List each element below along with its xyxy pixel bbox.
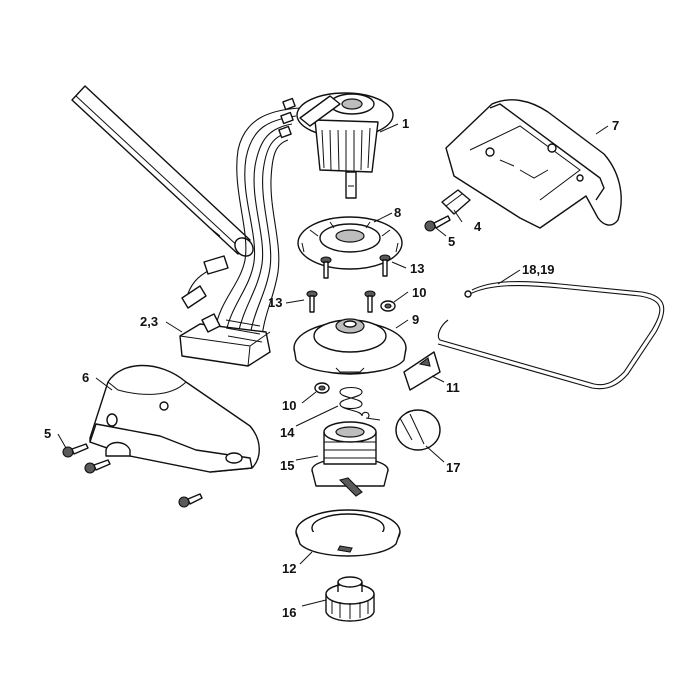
callout-14: 14 [280,425,295,440]
callout-18-19: 18,19 [522,262,555,277]
wiring-harness [181,97,301,339]
callout-5-right: 5 [448,234,455,249]
motor-part-1 [296,92,394,199]
callout-1: 1 [402,116,409,131]
cover-part-6 [89,364,260,473]
nut-part-16 [325,576,375,622]
callout-16: 16 [282,605,296,620]
callout-7: 7 [612,118,619,133]
callout-4: 4 [474,219,482,234]
callout-9: 9 [412,312,419,327]
callout-5-left: 5 [44,426,51,441]
washer-part-10 [314,300,396,394]
round-label-part-17 [395,409,441,451]
spring-part-14 [339,386,370,419]
callout-15: 15 [280,458,294,473]
screw-part-13 [306,254,391,313]
callout-13-right: 13 [410,261,424,276]
callout-13-left: 13 [268,295,282,310]
warning-label-part-11 [403,351,441,391]
clip-part-4 [441,189,471,215]
guard-wire-part-18-19 [437,280,665,390]
callout-11: 11 [446,380,460,395]
cover-part-12 [295,509,401,557]
leader-lines [57,123,609,607]
callout-12: 12 [282,561,296,576]
spool-part-15 [311,417,389,497]
callout-8: 8 [394,205,401,220]
callout-10-upper: 10 [412,285,426,300]
callout-17: 17 [446,460,460,475]
housing-part-7 [445,99,622,229]
plate-part-9 [293,318,407,375]
shaft-tube [71,85,254,257]
ring-part-8 [297,216,403,270]
callout-2-3: 2,3 [140,314,158,329]
callout-10-lower: 10 [282,398,296,413]
screw-part-5 [62,215,451,508]
callout-6: 6 [82,370,89,385]
circuit-board-part-2-3 [179,313,271,367]
